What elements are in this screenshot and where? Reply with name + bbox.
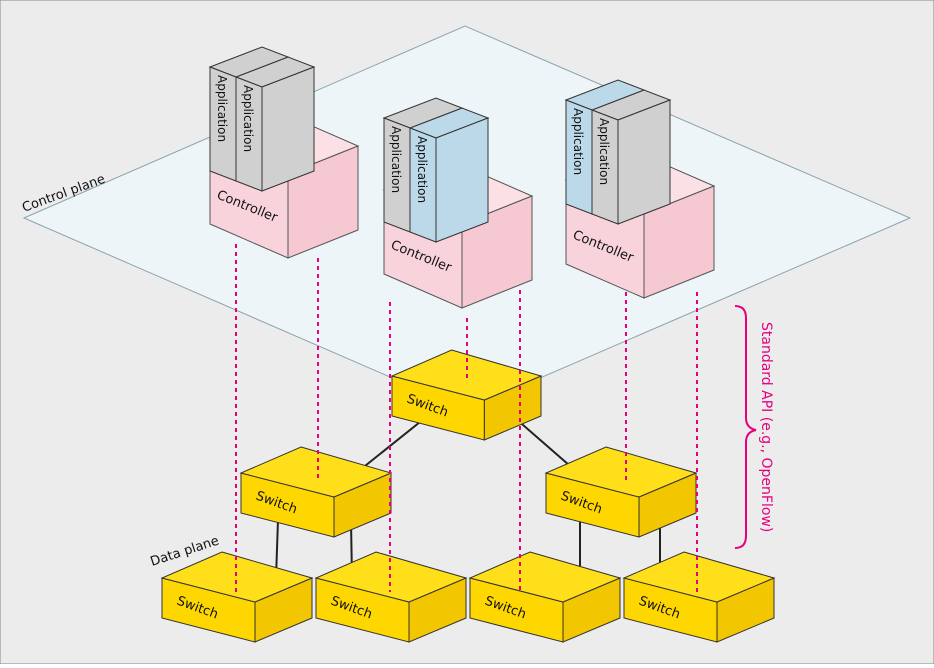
application-box: Application [408,107,490,243]
switch-top [544,446,698,498]
controller-stacks: ControllerApplicationApplicationControll… [208,46,716,309]
application-box: Application [208,46,290,182]
switch-top [468,551,622,603]
application-label: Application [215,75,229,142]
api-brace [734,305,757,549]
controller-side [643,185,715,299]
control-connections [235,244,698,592]
switch: Switch [468,551,622,643]
application-side [435,117,489,243]
application-label: Application [597,118,611,185]
switch: Switch [160,551,314,643]
application-label: Application [571,108,585,175]
application-box: Application [234,56,316,192]
application-label: Application [389,126,403,193]
application-box: Application [590,89,672,225]
switch-top [239,446,393,498]
switch: Switch [622,551,776,643]
application-box: Application [564,79,646,215]
switch: Switch [544,446,698,538]
link-top-to-right [514,417,578,473]
switch-top [160,551,314,603]
application-front [565,99,593,215]
switch: Switch [239,446,393,538]
application-label: Application [241,85,255,152]
switch: Switch [390,349,543,441]
application-front [209,66,237,182]
switch-top [622,551,776,603]
application-side [617,99,671,225]
application-side [261,66,315,192]
api-label: Standard API (e.g., OpenFlow) [758,322,774,532]
application-front [383,117,411,233]
application-box: Application [382,97,464,233]
application-label: Application [415,136,429,203]
